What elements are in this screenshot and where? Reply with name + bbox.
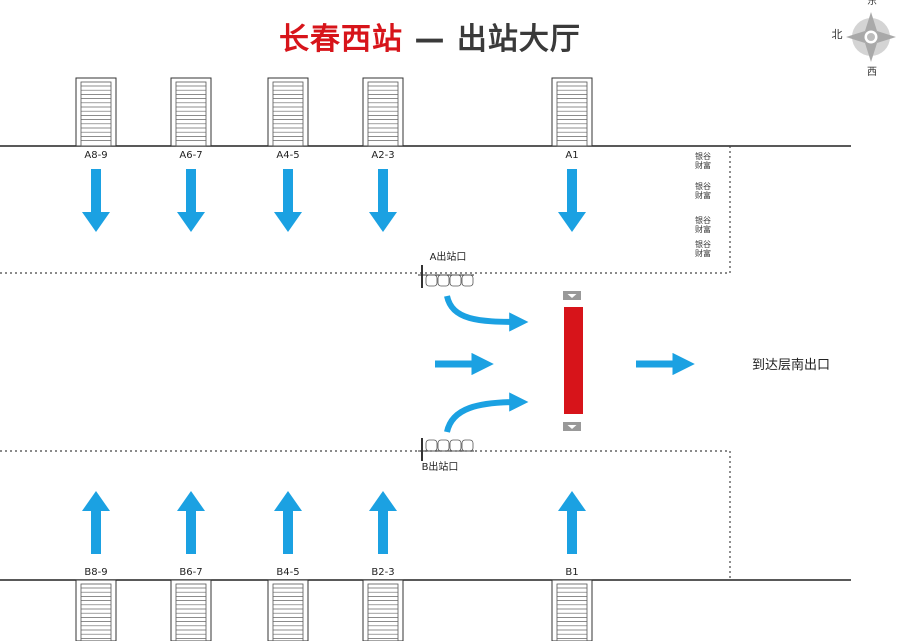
arrow-down-a6-7 — [177, 169, 205, 232]
stair-bottom-b6-7 — [170, 579, 212, 641]
shop-sign: 银谷财富 — [695, 215, 711, 234]
stair-bottom-b4-5 — [267, 579, 309, 641]
shop-sign: 银谷财富 — [695, 181, 711, 200]
red-barrier — [564, 307, 583, 414]
stair-top-a4-5 — [267, 77, 309, 147]
arrow-up-b2-3 — [369, 491, 397, 554]
stair-top-a2-3 — [362, 77, 404, 147]
platform-label-a8-9: A8-9 — [84, 150, 107, 161]
stair-top-a8-9 — [75, 77, 117, 147]
arrow-up-b1 — [558, 491, 586, 554]
platform-label-b2-3: B2-3 — [371, 567, 394, 578]
arrow-down-a8-9 — [82, 169, 110, 232]
stair-top-a6-7 — [170, 77, 212, 147]
station-name: 长春西站 — [279, 22, 404, 57]
gate-b: B出站口 — [418, 438, 474, 473]
gate-a: A出站口 — [418, 250, 474, 288]
platform-label-a6-7: A6-7 — [179, 150, 202, 161]
shop-sign: 银谷财富 — [695, 151, 711, 170]
arrow-up-b8-9 — [82, 491, 110, 554]
platform-label-b4-5: B4-5 — [276, 567, 299, 578]
compass-icon: 东 北 西 — [832, 0, 896, 78]
platform-label-a1: A1 — [565, 150, 578, 161]
compass-west-label: 西 — [867, 67, 877, 78]
arrow-up-b4-5 — [274, 491, 302, 554]
gate-b-label: B出站口 — [422, 460, 459, 473]
gate-a-label: A出站口 — [430, 250, 467, 263]
arrows — [82, 169, 586, 554]
stair-bottom-b8-9 — [75, 579, 117, 641]
stair-top-a1 — [551, 77, 593, 147]
upper-curve-arrow — [444, 295, 529, 332]
arrow-down-a4-5 — [274, 169, 302, 232]
shop-sign: 银谷财富 — [695, 239, 711, 258]
hall-name: — 出站大厅 — [403, 22, 581, 57]
north-platform-boundary — [0, 146, 731, 274]
compass-east-label: 东 — [867, 0, 877, 7]
compass-north-label: 北 — [832, 28, 843, 41]
stair-bottom-b1 — [551, 579, 593, 641]
stair-bottom-b2-3 — [362, 579, 404, 641]
arrow-down-a1 — [558, 169, 586, 232]
arrow-up-b6-7 — [177, 491, 205, 554]
platform-label-a4-5: A4-5 — [276, 150, 299, 161]
stairs — [75, 77, 593, 641]
platform-label-b6-7: B6-7 — [179, 567, 202, 578]
platform-label-b1: B1 — [565, 567, 578, 578]
lower-curve-arrow — [444, 392, 529, 433]
exit-label: 到达层南出口 — [752, 357, 830, 373]
platform-label-b8-9: B8-9 — [84, 567, 107, 578]
platform-label-a2-3: A2-3 — [371, 150, 394, 161]
page-title: 长春西站 — 出站大厅 — [0, 14, 860, 58]
arrow-down-a2-3 — [369, 169, 397, 232]
south-platform-boundary — [0, 450, 731, 580]
